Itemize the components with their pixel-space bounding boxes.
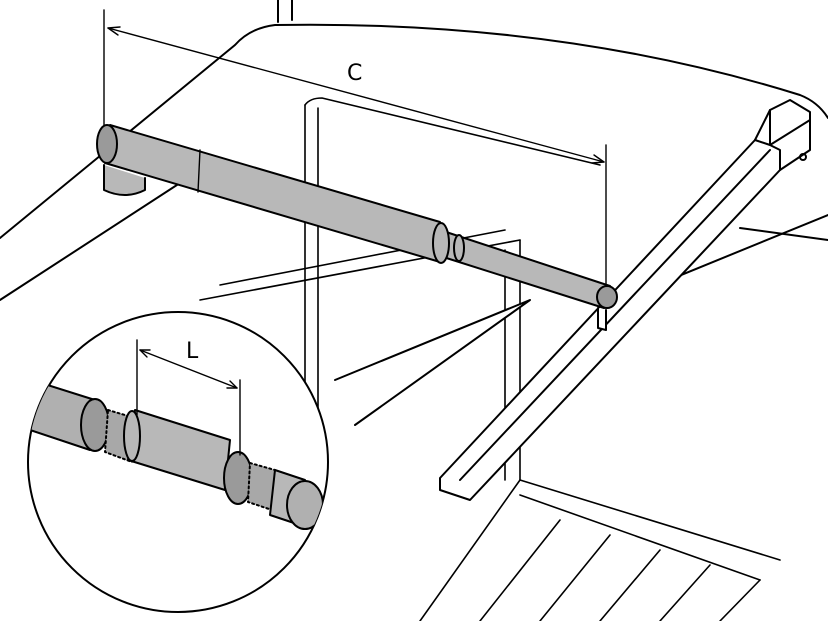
detail-view (28, 369, 324, 530)
magnifier-callout (27, 299, 531, 613)
gas-strut (96, 124, 618, 331)
dimension-c-label: C (347, 61, 362, 86)
drainboard-ribs (419, 479, 761, 621)
dimension-l (136, 339, 241, 456)
support-bar (439, 99, 811, 501)
dimension-l-label: L (186, 339, 199, 364)
dimension-c (103, 9, 607, 291)
